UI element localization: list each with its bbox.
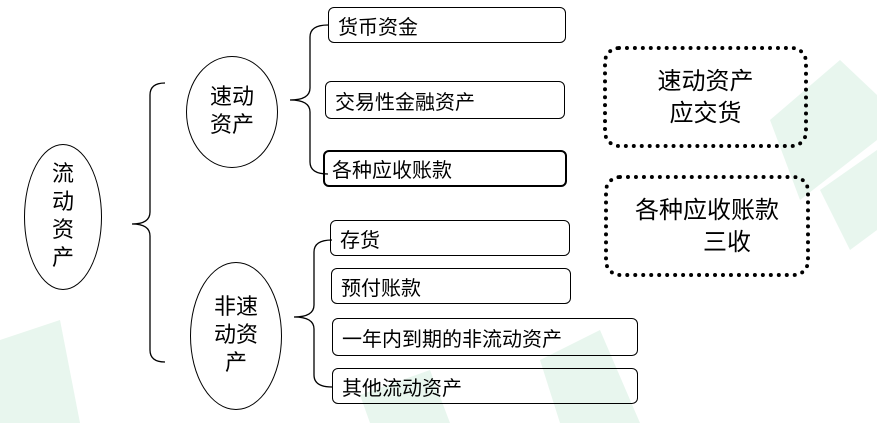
item-box: 货币资金 (328, 7, 566, 43)
group-node-nonquick-assets: 非速 动资 产 (190, 262, 282, 410)
item-box: 存货 (330, 220, 570, 256)
root-label-line: 资 (51, 218, 74, 243)
group-bracket-nonquick (293, 239, 333, 388)
note-receivables-mnemonic: 各种应收账款 三收 (604, 175, 810, 277)
watermark-shape (770, 60, 877, 200)
watermark-shape (540, 330, 640, 423)
note-line: 应交货 (669, 99, 742, 127)
group-label-line: 资产 (209, 113, 254, 138)
root-bracket (131, 82, 166, 363)
root-label-line: 流 (51, 162, 74, 187)
root-label-line: 产 (51, 246, 74, 271)
root-label-line: 动 (51, 190, 74, 215)
watermark-shape (360, 370, 450, 423)
item-box: 其他流动资产 (332, 368, 638, 404)
watermark-shape (820, 150, 877, 250)
group-label-line: 动资 (213, 323, 258, 348)
watermark-shape (0, 320, 80, 423)
group-label-line: 速动 (209, 85, 254, 110)
group-node-quick-assets: 速动 资产 (186, 56, 278, 168)
item-box: 一年内到期的非流动资产 (332, 318, 638, 356)
group-bracket-quick (289, 24, 329, 175)
group-label-line: 产 (224, 351, 247, 376)
item-box: 交易性金融资产 (325, 81, 565, 119)
root-node: 流 动 资 产 (24, 144, 102, 290)
group-label-line: 非速 (213, 295, 258, 320)
note-line: 三收 (703, 228, 751, 256)
note-line: 速动资产 (657, 67, 754, 95)
note-line: 各种应收账款 (635, 196, 779, 224)
item-box: 预付账款 (331, 268, 571, 304)
note-quick-assets-mnemonic: 速动资产 应交货 (603, 46, 808, 148)
item-box-highlighted: 各种应收账款 (323, 150, 567, 187)
